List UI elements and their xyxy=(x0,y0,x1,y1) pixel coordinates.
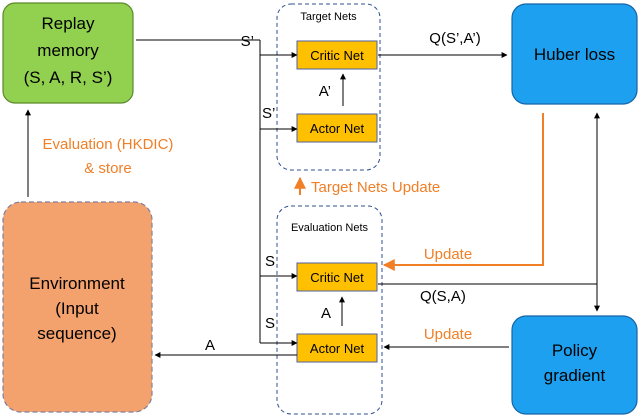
a-eval-label: A xyxy=(321,305,331,322)
eval-critic-net-label: Critic Net xyxy=(310,270,364,285)
connection-labels: S’ S’ A’ Q(S’,A’) S S A Q(S,A) A xyxy=(205,30,481,354)
a-prime-label: A’ xyxy=(319,83,331,100)
target-critic-net-label: Critic Net xyxy=(310,48,364,63)
target-nets-group: Target Nets Critic Net Actor Net xyxy=(276,3,381,171)
replay-memory-line-1: Replay xyxy=(42,14,95,33)
target-critic-net-box xyxy=(296,40,378,70)
target-update-label: Target Nets Update xyxy=(311,179,440,196)
update-critic-line xyxy=(382,113,544,271)
update-lines xyxy=(294,113,544,271)
huber-loss-node: Huber loss xyxy=(511,3,638,105)
update-actor-label: Update xyxy=(424,326,472,343)
q-eval-label: Q(S,A) xyxy=(420,288,466,305)
target-actor-net-label: Actor Net xyxy=(310,121,365,136)
environment-node: Environment (Input sequence) xyxy=(2,201,153,413)
replay-memory-node: Replay memory (S, A, R, S’) xyxy=(2,2,134,104)
huber-loss-label: Huber loss xyxy=(534,45,615,64)
connector-lines xyxy=(25,39,600,358)
orange-labels: Update Update Target Nets Update Evaluat… xyxy=(43,136,473,343)
a-env-label: A xyxy=(205,337,215,354)
environment-line-1: Environment xyxy=(29,274,125,293)
policy-gradient-line-2: gradient xyxy=(544,366,606,385)
eval-actor-net-label: Actor Net xyxy=(310,341,365,356)
evaluation-nets-title: Evaluation Nets xyxy=(291,222,369,234)
replay-memory-line-2: memory xyxy=(37,41,99,60)
environment-line-2: (Input xyxy=(55,299,99,318)
policy-gradient-node: Policy gradient xyxy=(511,315,638,415)
target-nets-title: Target Nets xyxy=(300,11,357,23)
s-prime-actor-label: S’ xyxy=(262,105,275,122)
replay-memory-line-3: (S, A, R, S’) xyxy=(24,68,113,87)
s-critic-label: S xyxy=(265,253,275,270)
s-prime-critic-label: S’ xyxy=(241,33,254,50)
eval-actor-net-box xyxy=(296,333,378,363)
evaluation-store-line-2: & store xyxy=(84,160,132,177)
evaluation-nets-group: Evaluation Nets Critic Net Actor Net xyxy=(276,205,383,415)
s-actor-label: S xyxy=(265,315,275,332)
update-critic-label: Update xyxy=(424,246,472,263)
environment-line-3: sequence) xyxy=(37,324,116,343)
target-actor-net-box xyxy=(296,113,378,143)
q-target-label: Q(S’,A’) xyxy=(429,30,480,47)
policy-gradient-line-1: Policy xyxy=(552,341,598,360)
evaluation-store-line-1: Evaluation (HKDIC) xyxy=(43,136,174,153)
